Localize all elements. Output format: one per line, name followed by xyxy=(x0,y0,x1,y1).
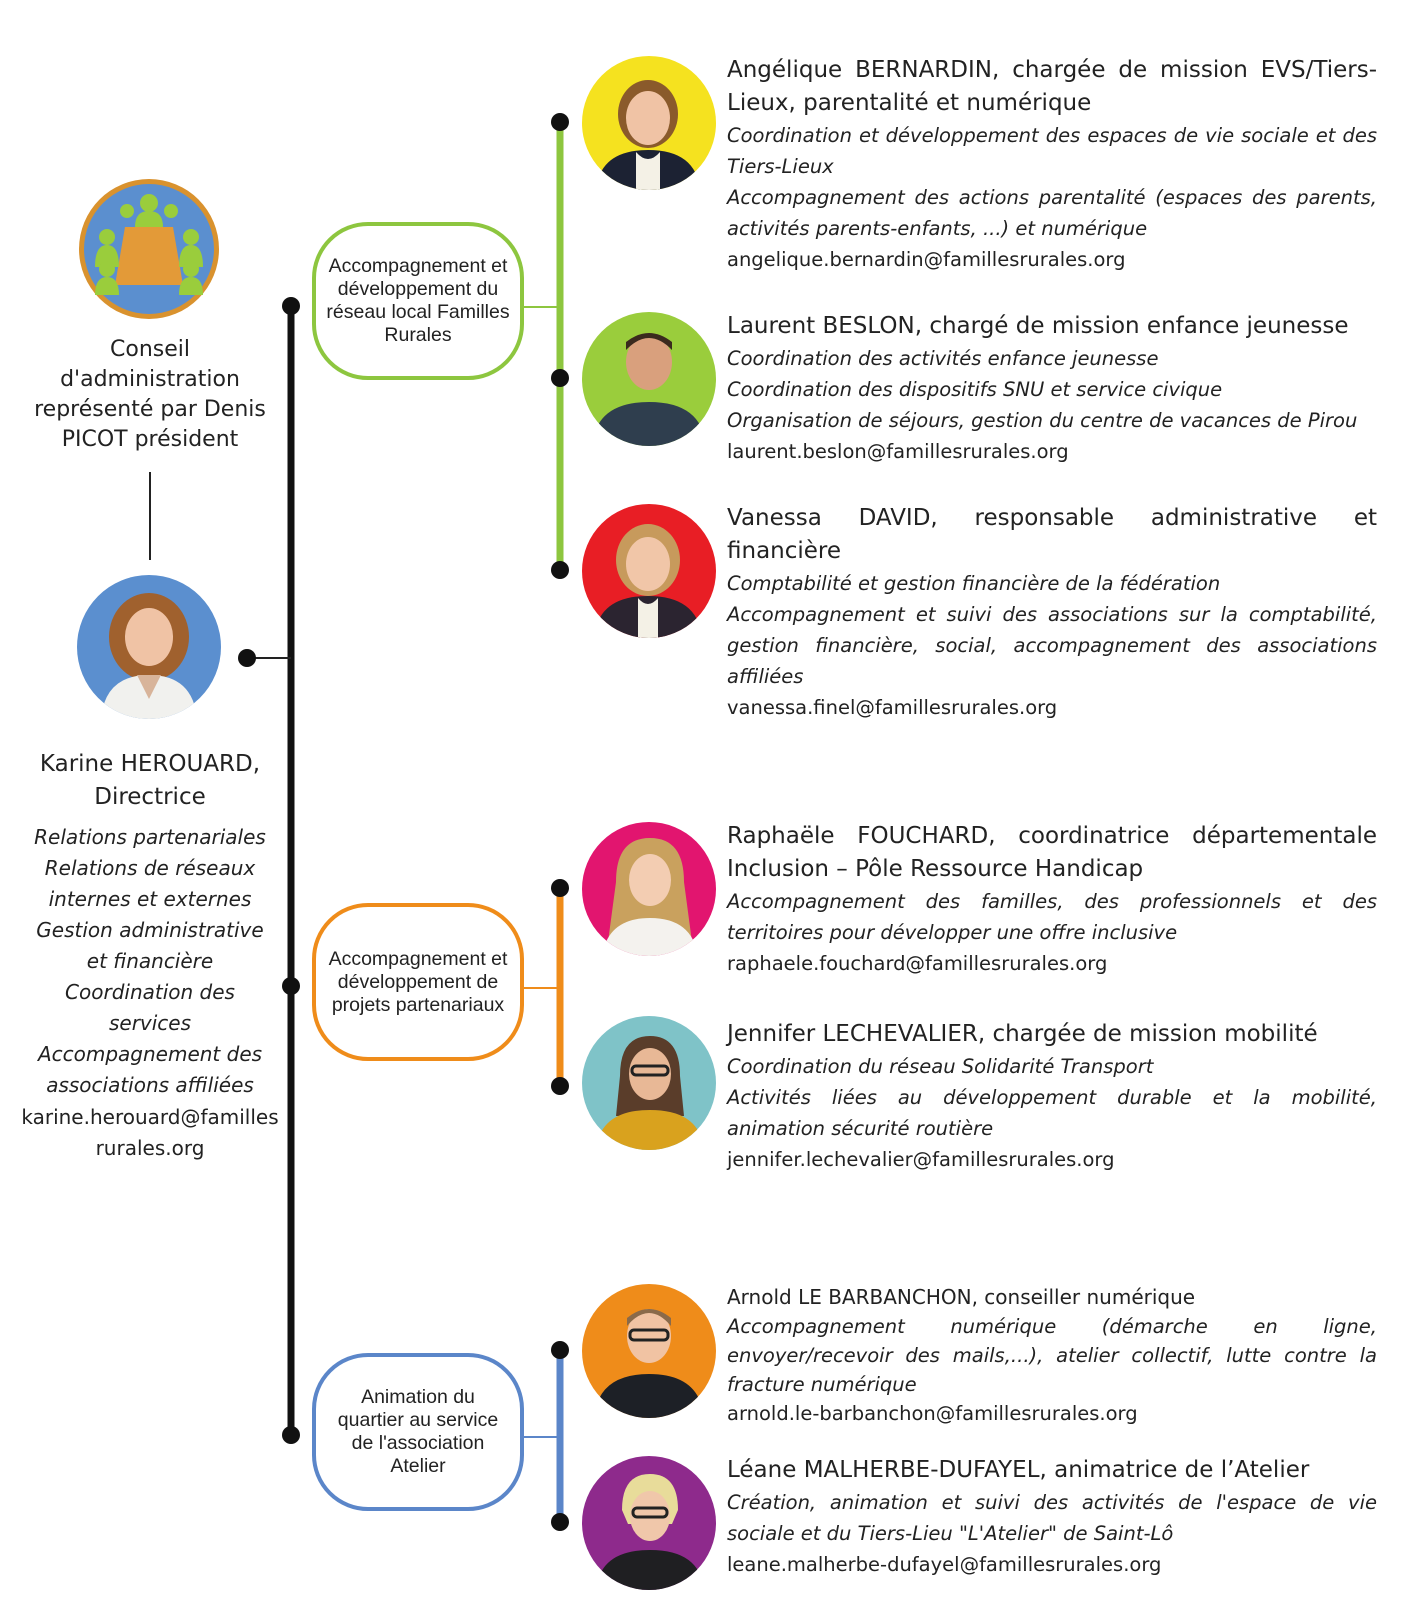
person-card: Arnold LE BARBANCHON, conseiller numériq… xyxy=(727,1282,1377,1429)
person-responsibility: Accompagnement numérique (démarche en li… xyxy=(727,1315,1377,1396)
person-name: Jennifer LECHEVALIER, chargée de mission… xyxy=(727,1021,1318,1047)
director-dot xyxy=(238,649,256,667)
board-title: Conseil d'administration représenté par … xyxy=(20,335,280,455)
director-resp-line: Relations partenariales xyxy=(34,825,266,849)
person-photo-raphaele xyxy=(582,822,716,956)
person-photo-angelique xyxy=(582,56,716,190)
person-responsibility: Coordination du réseau Solidarité Transp… xyxy=(727,1055,1154,1078)
person-responsibility: Accompagnement et suivi des associations… xyxy=(727,603,1377,688)
person-name: Vanessa DAVID, responsable administrativ… xyxy=(727,505,1377,564)
person-card: Jennifer LECHEVALIER, chargée de mission… xyxy=(727,1018,1377,1175)
person-responsibility: Accompagnement des familles, des profess… xyxy=(727,890,1377,944)
board-title-line: d'administration xyxy=(60,367,240,392)
board-title-line: PICOT président xyxy=(61,427,239,452)
person-responsibility: Accompagnement des actions parentalité (… xyxy=(727,186,1377,240)
person-responsibility: Coordination des dispositifs SNU et serv… xyxy=(727,378,1223,401)
trunk-dot xyxy=(282,297,300,315)
person-name: Angélique BERNARDIN, chargée de mission … xyxy=(727,57,1377,116)
team-box-partner-projects: Accompagnement et développement de proje… xyxy=(312,903,524,1061)
person-name: Raphaële FOUCHARD, coordinatrice départe… xyxy=(727,823,1377,882)
person-photo-jennifer xyxy=(582,1016,716,1150)
person-name: Léane MALHERBE-DUFAYEL, animatrice de l’… xyxy=(727,1457,1310,1483)
team-label: Animation du quartier au service de l'as… xyxy=(337,1386,499,1477)
person-photo-vanessa xyxy=(582,504,716,638)
person-card: Laurent BESLON, chargé de mission enfanc… xyxy=(727,310,1377,467)
person-name: Arnold LE BARBANCHON, conseiller numériq… xyxy=(727,1285,1196,1309)
person-responsibility: Coordination des activités enfance jeune… xyxy=(727,347,1159,370)
person-card: Raphaële FOUCHARD, coordinatrice départe… xyxy=(727,820,1377,979)
director-name-line: Karine HEROUARD, xyxy=(39,751,261,777)
director-email[interactable]: karine.herouard@famillesrurales.org xyxy=(21,1105,279,1160)
person-email[interactable]: laurent.beslon@famillesrurales.org xyxy=(727,440,1069,463)
team-label: Accompagnement et développement de proje… xyxy=(328,947,508,1016)
team-box-atelier: Animation du quartier au service de l'as… xyxy=(312,1353,524,1511)
person-email[interactable]: jennifer.lechevalier@famillesrurales.org xyxy=(727,1148,1115,1171)
director-name-line: Directrice xyxy=(94,784,206,810)
director-resp-line: associations affiliées xyxy=(46,1073,254,1097)
director-resp-line: Coordination des xyxy=(65,980,235,1004)
person-responsibility: Organisation de séjours, gestion du cent… xyxy=(727,409,1358,432)
trunk-dot xyxy=(282,977,300,995)
person-card: Léane MALHERBE-DUFAYEL, animatrice de l’… xyxy=(727,1454,1377,1580)
board-title-line: représenté par Denis xyxy=(34,397,266,422)
director-resp-line: services xyxy=(108,1011,192,1035)
director-name: Karine HEROUARD, Directrice xyxy=(20,748,280,814)
person-responsibility: Création, animation et suivi des activit… xyxy=(727,1491,1377,1545)
person-responsibility: Activités liées au développement durable… xyxy=(727,1086,1377,1140)
team-box-local-network: Accompagnement et développement du résea… xyxy=(312,222,524,380)
person-responsibility: Coordination et développement des espace… xyxy=(727,124,1377,178)
director-resp-line: Gestion administrative xyxy=(36,918,264,942)
person-name: Laurent BESLON, chargé de mission enfanc… xyxy=(727,313,1349,339)
person-email[interactable]: angelique.bernardin@famillesrurales.org xyxy=(727,248,1126,271)
team-label: Accompagnement et développement du résea… xyxy=(326,255,510,346)
person-card: Angélique BERNARDIN, chargée de mission … xyxy=(727,54,1377,275)
director-resp-line: internes et externes xyxy=(48,887,252,911)
director-photo xyxy=(77,575,221,719)
person-photo-arnold xyxy=(582,1284,716,1418)
person-responsibility: Comptabilité et gestion financière de la… xyxy=(727,572,1221,595)
director-resp-line: et financière xyxy=(86,949,214,973)
person-photo-leane xyxy=(582,1456,716,1590)
person-email[interactable]: arnold.le-barbanchon@famillesrurales.org xyxy=(727,1402,1138,1425)
director-resp-line: Accompagnement des xyxy=(37,1042,263,1066)
person-card: Vanessa DAVID, responsable administrativ… xyxy=(727,502,1377,723)
trunk-dot xyxy=(282,1426,300,1444)
person-photo-laurent xyxy=(582,312,716,446)
director-responsibilities: Relations partenariales Relations de rés… xyxy=(20,822,280,1101)
director-resp-line: Relations de réseaux xyxy=(44,856,256,880)
person-email[interactable]: vanessa.finel@famillesrurales.org xyxy=(727,696,1058,719)
board-title-line: Conseil xyxy=(110,337,190,362)
person-email[interactable]: raphaele.fouchard@famillesrurales.org xyxy=(727,952,1108,975)
person-email[interactable]: leane.malherbe-dufayel@famillesrurales.o… xyxy=(727,1553,1162,1576)
people-around-table-icon xyxy=(77,177,221,321)
